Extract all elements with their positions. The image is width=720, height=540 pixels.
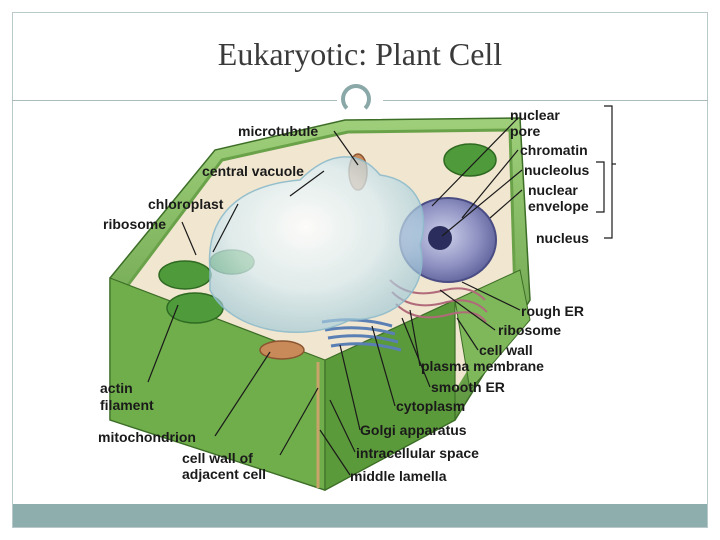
label-actin-2: filament — [100, 397, 154, 413]
label-nuclear-envelope-1: nuclear — [528, 182, 578, 198]
label-chromatin: chromatin — [520, 142, 588, 158]
label-cell-wall: cell wall — [479, 342, 533, 358]
label-golgi: Golgi apparatus — [360, 422, 467, 438]
label-mitochondrion: mitochondrion — [98, 429, 196, 445]
label-nuclear-pore-2: pore — [510, 123, 541, 139]
label-nuclear-envelope-2: envelope — [528, 198, 589, 214]
ring-ornament — [341, 84, 371, 114]
label-nucleolus: nucleolus — [524, 162, 590, 178]
label-ribosome-right: ribosome — [498, 322, 561, 338]
label-nuclear-pore-1: nuclear — [510, 107, 560, 123]
label-nucleus: nucleus — [536, 230, 589, 246]
label-ribosome-left: ribosome — [103, 216, 166, 232]
footer-bar — [13, 504, 707, 527]
label-microtubule: microtubule — [238, 123, 318, 139]
title-rule-right — [383, 100, 708, 101]
label-cytoplasm: cytoplasm — [396, 398, 465, 414]
label-rough-er: rough ER — [521, 303, 584, 319]
label-cell-wall-adj-2: adjacent cell — [182, 466, 266, 482]
label-intercellular-space: intracellular space — [356, 445, 479, 461]
slide-title: Eukaryotic: Plant Cell — [217, 36, 503, 72]
adjacent-cell — [454, 269, 531, 392]
label-plasma-membrane: plasma membrane — [421, 358, 544, 374]
leader-lines — [147, 117, 523, 476]
label-chloroplast: chloroplast — [148, 196, 224, 212]
label-smooth-er: smooth ER — [431, 379, 505, 395]
label-middle-lamella: middle lamella — [350, 468, 447, 484]
central-vacuole — [208, 156, 425, 333]
label-cell-wall-adj-1: cell wall of — [182, 450, 253, 466]
labels: microtubule central vacuole chloroplast … — [98, 107, 590, 484]
title-rule-left — [12, 100, 337, 101]
label-actin-1: actin — [100, 380, 133, 396]
label-central-vacuole: central vacuole — [202, 163, 304, 179]
nucleus-bracket — [596, 105, 616, 239]
